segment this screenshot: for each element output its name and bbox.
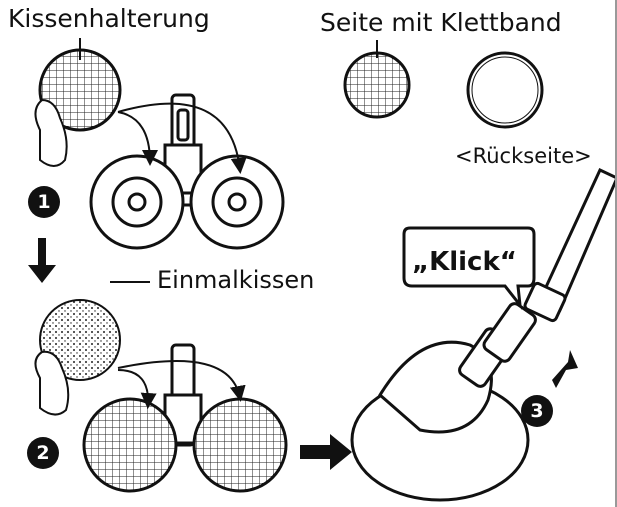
hand-illustration-top <box>34 98 68 167</box>
click-text: „Klick“ <box>412 247 517 277</box>
velcro-side-disc <box>343 51 411 119</box>
arrow-bottom-right <box>117 360 246 402</box>
down-arrow <box>28 238 56 283</box>
up-arrow <box>552 350 578 388</box>
handle-tube <box>523 167 617 323</box>
arrow-bottom-left <box>117 369 157 409</box>
disposable-pad-disc <box>39 299 121 381</box>
assembled-mop <box>350 302 537 502</box>
mop-head-top <box>89 93 285 250</box>
step-2-badge: 2 <box>27 437 59 469</box>
step-3-badge: 3 <box>521 395 553 427</box>
right-arrow <box>300 434 352 470</box>
label-back-side: <Rückseite> <box>455 144 592 168</box>
pad-holder-disc <box>38 38 122 132</box>
label-pad-holder: Kissenhalterung <box>8 4 210 33</box>
hand-illustration-bottom <box>34 350 70 416</box>
label-disposable-pad: Einmalkissen <box>157 266 315 294</box>
arrow-top-left <box>117 111 158 166</box>
step-1-badge: 1 <box>28 186 60 218</box>
label-velcro-side: Seite mit Klettband <box>320 8 562 37</box>
click-speech-bubble <box>402 226 536 310</box>
back-side-disc <box>466 51 544 129</box>
mop-head-bottom <box>82 343 288 493</box>
arrow-top-right <box>117 102 247 174</box>
